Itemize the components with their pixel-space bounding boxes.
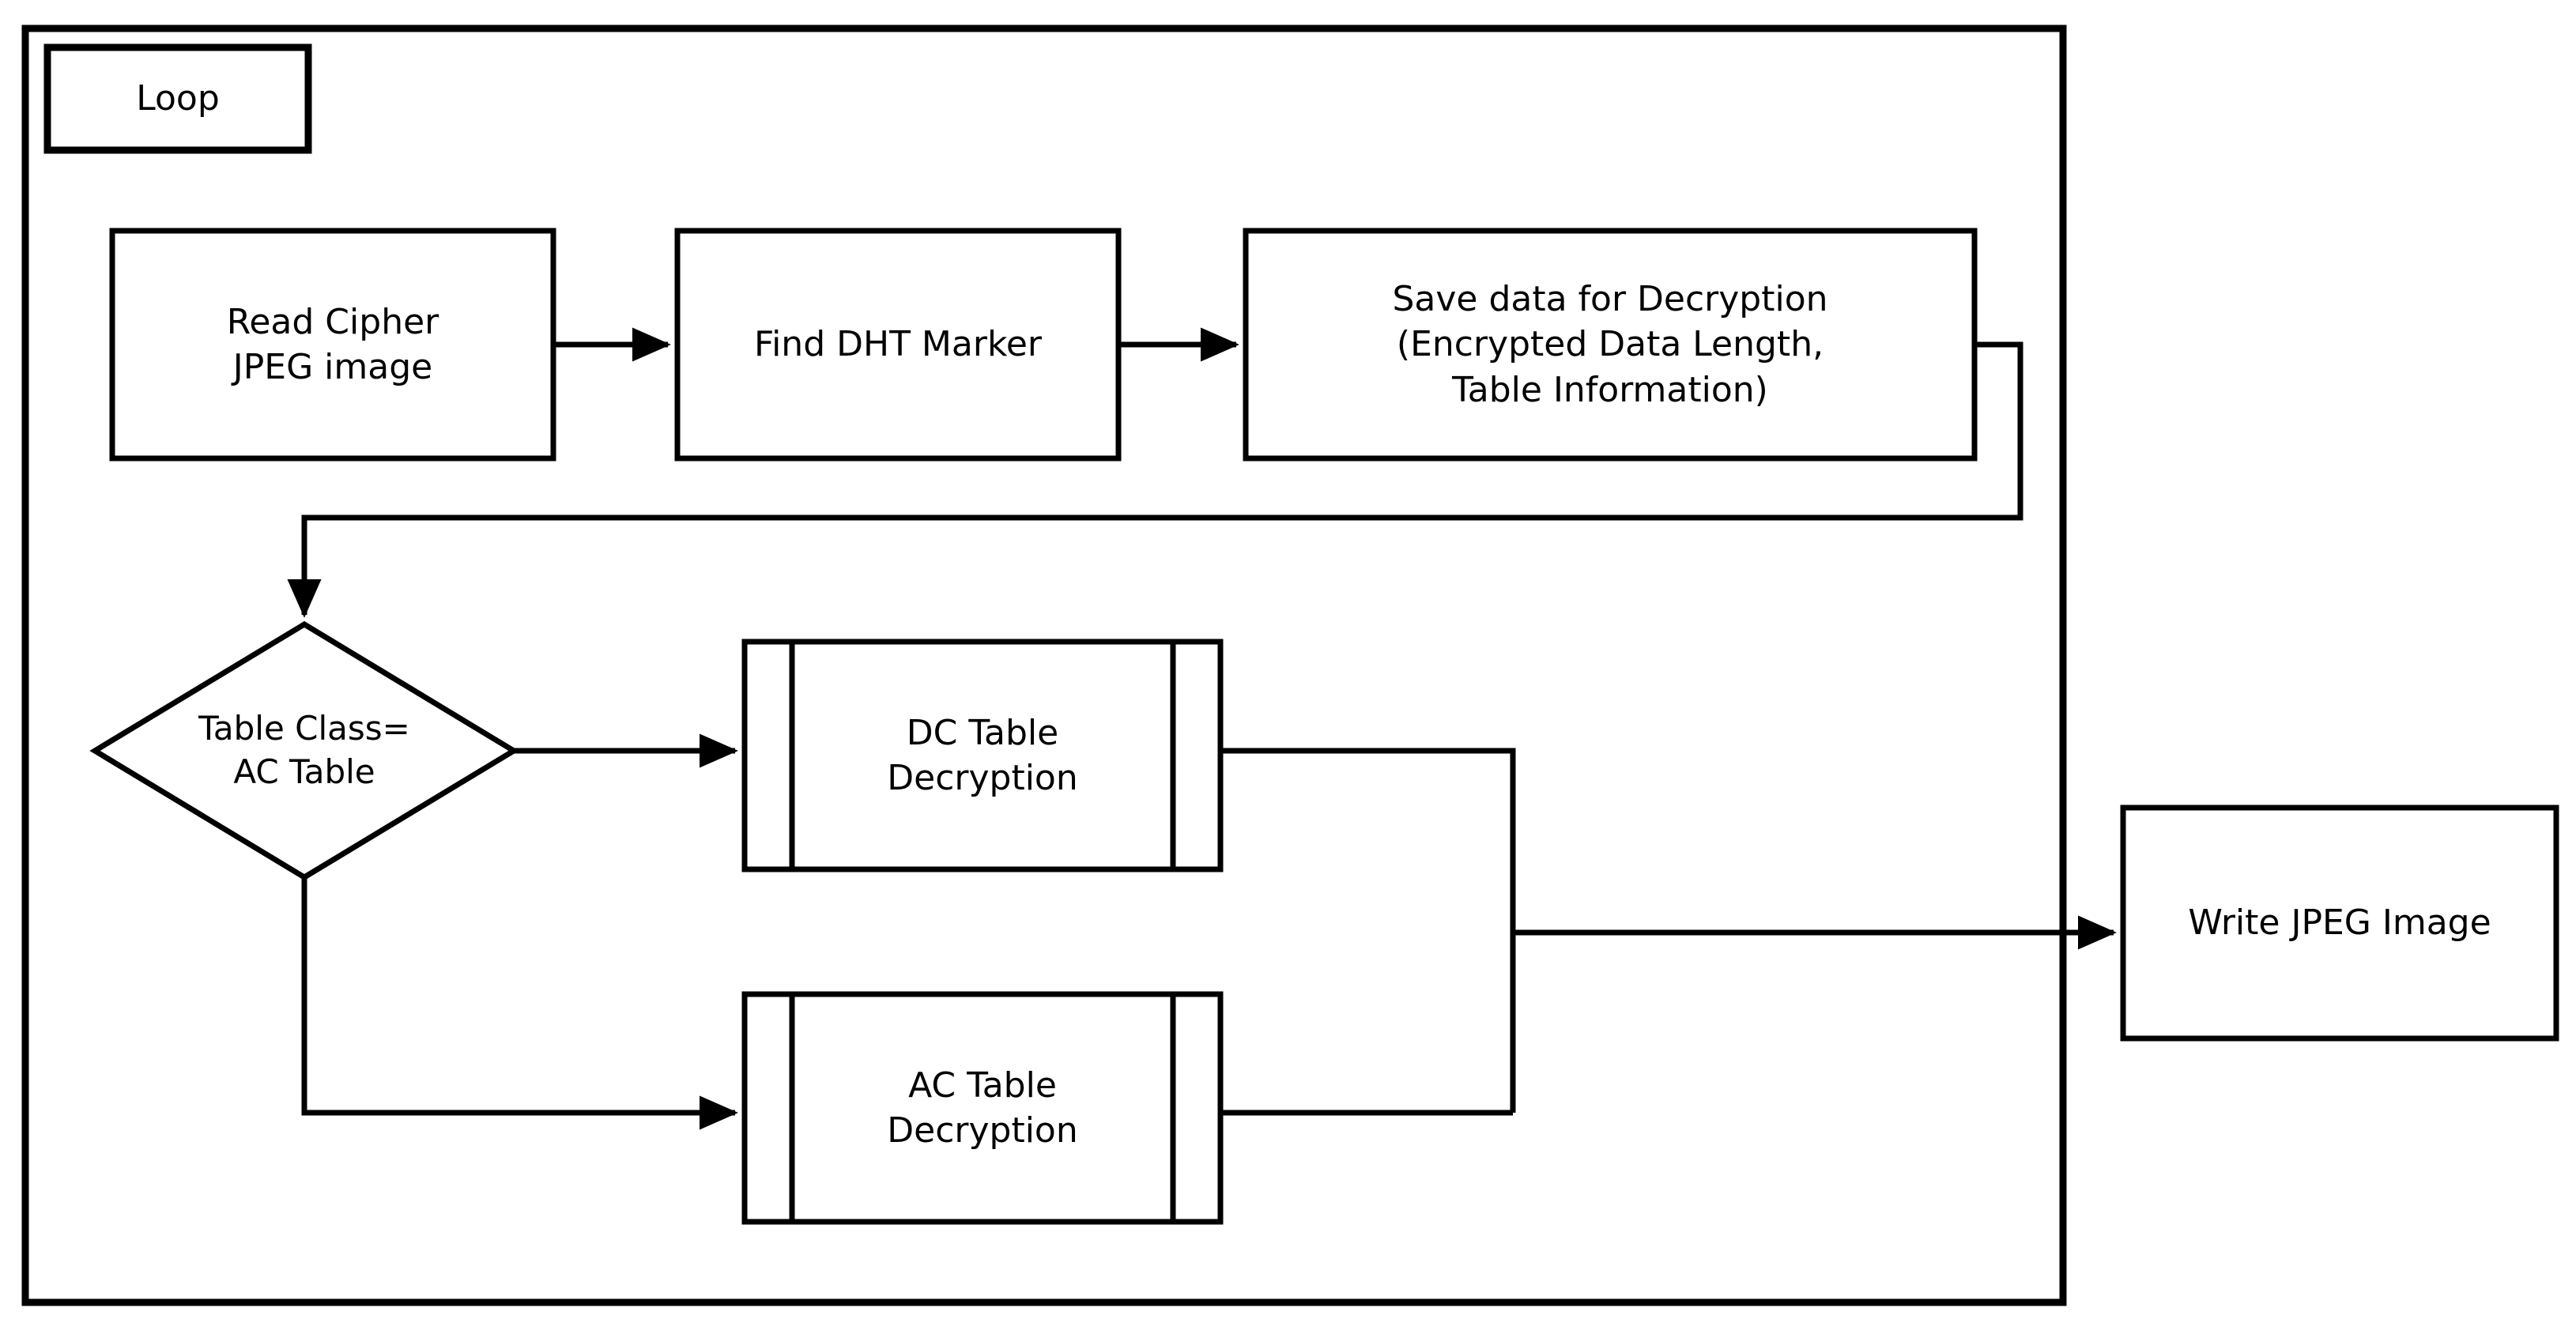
node-find-dht-shape[interactable] [674,228,1122,462]
node-ac-decrypt-shape[interactable] [741,991,1224,1225]
edge-save-data-to-table-class [287,341,2023,618]
node-save-data-shape[interactable] [1243,228,1978,462]
loop-label-box [43,43,312,154]
edge-table-class-to-ac-decrypt [301,877,738,1130]
node-dc-decrypt-shape[interactable] [741,639,1224,872]
node-read-cipher-shape[interactable] [109,228,556,462]
loop-container [21,24,2067,1306]
node-write-jpeg-shape[interactable] [2120,805,2559,1042]
edge-dc-decrypt-to-merge [1220,748,1516,1113]
node-table-class-shape[interactable] [89,620,519,881]
